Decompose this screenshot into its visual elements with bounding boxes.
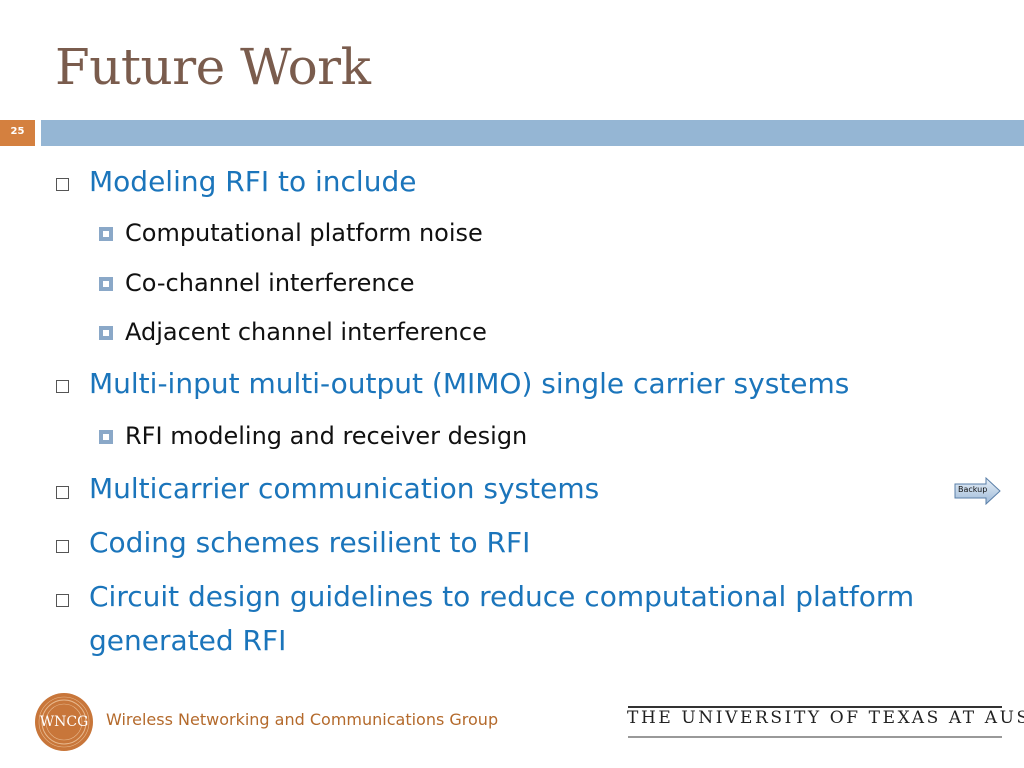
slide-title: Future Work (55, 38, 371, 96)
logo-text: WNCG (39, 714, 89, 730)
university-name: THE UNIVERSITY OF TEXAS AT AUSTIN (627, 708, 1024, 728)
arrow-right-icon (954, 476, 1001, 506)
sub-bullet-item: Adjacent channel interference (125, 318, 487, 346)
sub-bullet-item: Co-channel interference (125, 269, 415, 297)
slide-number: 25 (0, 120, 35, 146)
bullet-item: Multi-input multi-output (MIMO) single c… (89, 367, 850, 400)
backup-button[interactable]: Backup (954, 476, 1002, 506)
bullet-item: Coding schemes resilient to RFI (89, 526, 531, 559)
bullet-box-icon (56, 380, 69, 393)
sub-bullet-icon (99, 277, 113, 291)
wncg-logo (35, 693, 93, 751)
backup-label: Backup (958, 485, 988, 494)
group-name: Wireless Networking and Communications G… (106, 710, 499, 729)
sub-bullet-item: RFI modeling and receiver design (125, 422, 528, 450)
bullet-item: Modeling RFI to include (89, 165, 417, 198)
bullet-box-icon (56, 178, 69, 191)
sub-bullet-icon (99, 227, 113, 241)
bullet-box-icon (56, 540, 69, 553)
divider (628, 706, 1002, 708)
sub-bullet-icon (99, 430, 113, 444)
sub-bullet-item: Computational platform noise (125, 219, 483, 247)
top-bar (41, 120, 1024, 146)
bullet-item: Multicarrier communication systems (89, 472, 600, 505)
bullet-box-icon (56, 594, 69, 607)
bullet-box-icon (56, 486, 69, 499)
divider (628, 736, 1002, 738)
bullet-item: Circuit design guidelines to reduce comp… (89, 580, 915, 657)
sub-bullet-icon (99, 326, 113, 340)
